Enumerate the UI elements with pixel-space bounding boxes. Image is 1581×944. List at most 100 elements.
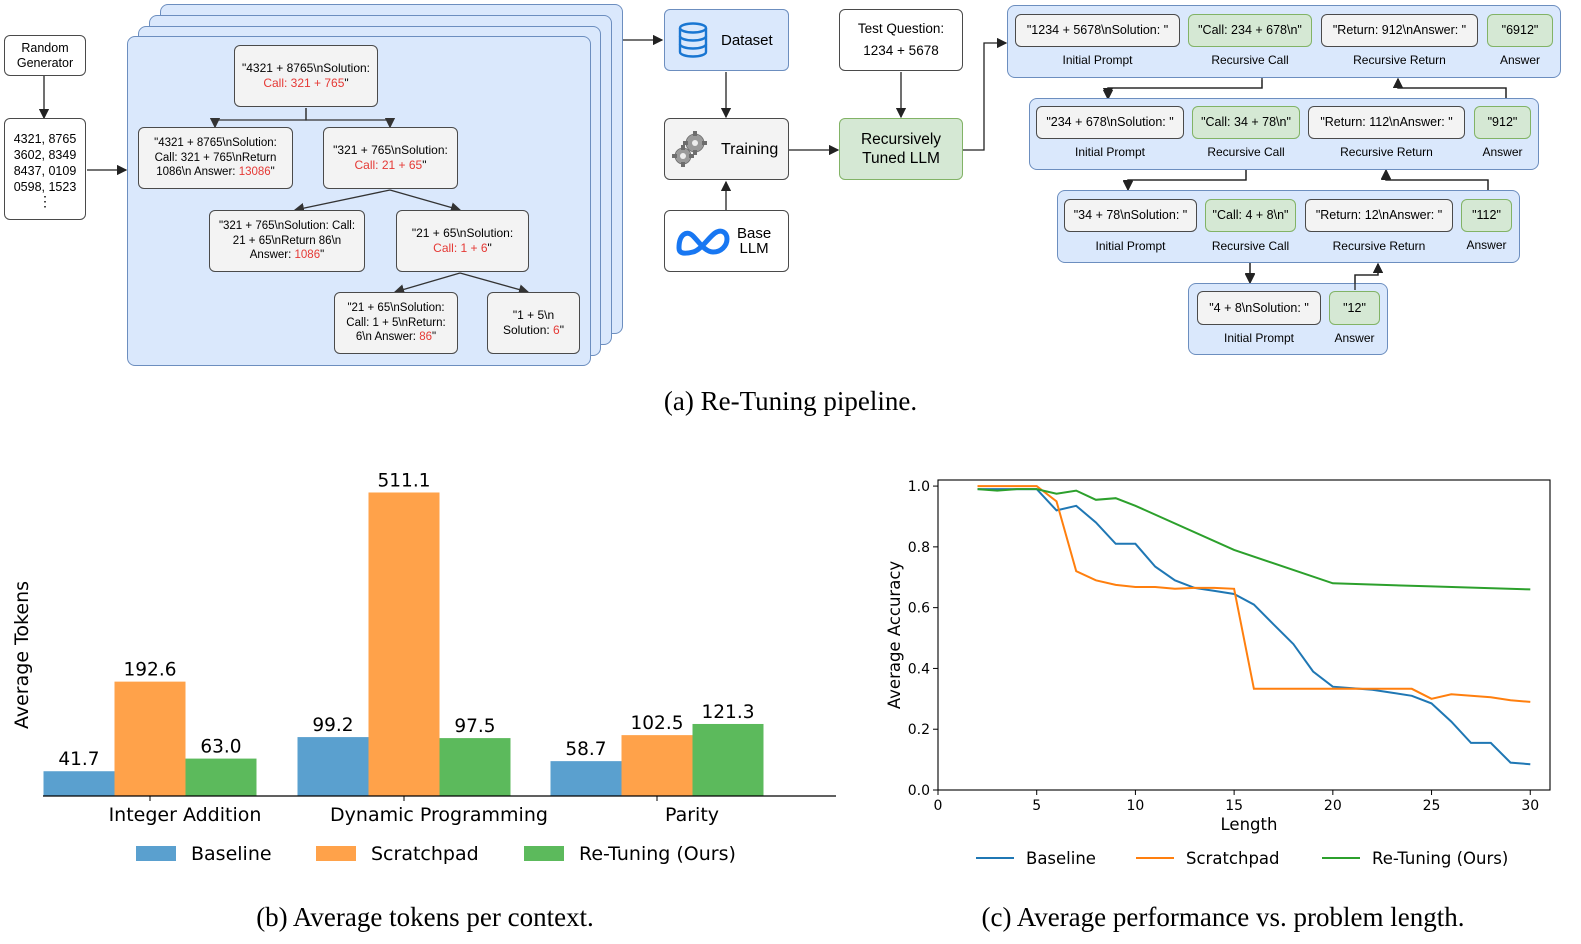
y-tick-label: 1.0 xyxy=(908,479,930,495)
x-tick-label: 10 xyxy=(1127,798,1145,814)
y-tick-label: 0.0 xyxy=(908,783,930,799)
y-tick-label: 0.2 xyxy=(908,722,930,738)
x-tick-label: 15 xyxy=(1225,798,1243,814)
series-line xyxy=(977,488,1531,591)
x-tick-label: Dynamic Programming xyxy=(330,804,548,826)
series-line xyxy=(977,488,1531,766)
bar-value-label: 41.7 xyxy=(58,749,99,770)
legend-label: Baseline xyxy=(191,843,272,865)
training-label: Training xyxy=(721,140,779,158)
node-quote: " xyxy=(422,158,427,172)
bar-value-label: 192.6 xyxy=(124,660,177,681)
label-answer: Answer xyxy=(1334,331,1375,345)
bar-value-label: 97.5 xyxy=(454,716,495,737)
gears-icon xyxy=(672,131,707,167)
bar xyxy=(114,681,186,796)
tree-node-left1: "4321 + 8765\nSolution: Call: 321 + 765\… xyxy=(138,127,293,189)
bar-value-label: 121.3 xyxy=(702,702,755,723)
bar xyxy=(297,737,369,796)
number-pair: 4321, 8765 xyxy=(13,132,77,146)
label-recursive-call: Recursive Call xyxy=(1211,53,1289,67)
node-text: "4321 + 8765\nSolution: Call: 321 + 765\… xyxy=(154,137,277,179)
number-pair: 8437, 0109 xyxy=(13,164,77,178)
label-answer: Answer xyxy=(1499,53,1540,67)
bar xyxy=(692,723,764,796)
tree-node-mid1: "321 + 765\nSolution: Call: 21 + 65" xyxy=(323,127,458,189)
x-tick-label: 5 xyxy=(1032,798,1041,814)
level-3-prompt: "34 + 78\nSolution: " xyxy=(1064,199,1197,232)
node-call: Call: 1 + 6 xyxy=(433,241,488,255)
level-2-return: "Return: 112\nAnswer: " xyxy=(1308,106,1465,139)
bar xyxy=(550,761,622,796)
training-box: Training xyxy=(664,118,789,180)
level-4-prompt: "4 + 8\nSolution: " xyxy=(1197,291,1321,325)
test-question-box: Test Question: 1234 + 5678 xyxy=(839,9,963,71)
level-3-answer: "112" xyxy=(1461,199,1512,232)
number-pair: 0598, 1523 xyxy=(13,180,77,194)
node-text: "4321 + 8765\nSolution: xyxy=(241,61,371,75)
label-answer: Answer xyxy=(1466,238,1507,252)
level-1-return: "Return: 912\nAnswer: " xyxy=(1321,14,1478,47)
node-answer: 6 xyxy=(553,323,560,337)
x-tick-label: 25 xyxy=(1423,798,1441,814)
bar xyxy=(621,735,693,796)
tree-node-mid2: "21 + 65\nSolution: Call: 1 + 6" xyxy=(396,210,529,272)
legend-label: Scratchpad xyxy=(371,843,479,865)
caption-a: (a) Re-Tuning pipeline. xyxy=(663,386,918,416)
level-1-call: "Call: 234 + 678\n" xyxy=(1188,14,1312,47)
tree-arrows xyxy=(209,108,530,295)
series-line xyxy=(977,485,1531,703)
tree-node-right3: "1 + 5\n Solution: 6" xyxy=(487,292,580,354)
bar xyxy=(185,758,257,796)
base-llm-box: Base LLM xyxy=(664,210,789,272)
node-quote: " xyxy=(270,166,275,179)
bar xyxy=(439,738,511,796)
x-tick-label: Integer Addition xyxy=(109,804,262,826)
level-3-call: "Call: 4 + 8\n" xyxy=(1205,199,1296,232)
level-2-answer: "912" xyxy=(1474,106,1531,139)
node-text: "21 + 65\nSolution: Call: 1 + 5\nReturn:… xyxy=(346,302,446,344)
node-answer: 13086 xyxy=(238,166,271,179)
node-call: Call: 321 + 765 xyxy=(263,76,345,90)
label-initial-prompt: Initial Prompt xyxy=(1062,53,1133,67)
node-quote: " xyxy=(559,323,564,337)
node-answer: 86 xyxy=(419,331,432,344)
random-numbers-box: 4321, 8765 3602, 8349 8437, 0109 0598, 1… xyxy=(4,118,86,220)
caption-c: (c) Average performance vs. problem leng… xyxy=(981,902,1465,932)
legend-swatch xyxy=(524,846,564,861)
x-axis-label: Length xyxy=(1221,815,1278,834)
database-icon xyxy=(678,22,708,58)
level-2-prompt: "234 + 678\nSolution: " xyxy=(1036,106,1184,139)
tree-node-left2: "321 + 765\nSolution: Call: 21 + 65\nRet… xyxy=(209,210,365,272)
node-quote: " xyxy=(344,76,349,90)
node-text: "321 + 765\nSolution: xyxy=(333,143,448,157)
label-recursive-return: Recursive Return xyxy=(1332,239,1426,253)
bar-value-label: 99.2 xyxy=(312,715,353,736)
number-pair: 3602, 8349 xyxy=(13,148,77,162)
bar xyxy=(43,771,115,796)
legend-swatch xyxy=(136,846,176,861)
dataset-label: Dataset xyxy=(721,31,773,49)
label-initial-prompt: Initial Prompt xyxy=(1223,331,1295,345)
node-text: "1 + 5\n Solution: xyxy=(503,308,555,337)
meta-logo-icon xyxy=(676,228,730,256)
legend-label: Baseline xyxy=(1026,849,1096,868)
label-answer: Answer xyxy=(1482,145,1523,159)
y-tick-label: 0.4 xyxy=(908,661,930,677)
bar-value-label: 102.5 xyxy=(631,713,684,734)
node-answer: 1086 xyxy=(294,249,321,262)
bar-value-label: 63.0 xyxy=(200,737,241,758)
bar xyxy=(368,492,440,796)
y-tick-label: 0.8 xyxy=(908,540,930,556)
label-initial-prompt: Initial Prompt xyxy=(1095,239,1166,253)
tuned-llm-box: Recursively Tuned LLM xyxy=(839,118,963,180)
legend-label: Scratchpad xyxy=(1186,849,1280,868)
level-4-answer: "12" xyxy=(1329,291,1380,325)
node-quote: " xyxy=(320,249,325,262)
y-axis-label: Average Accuracy xyxy=(885,561,904,710)
x-tick-label: 0 xyxy=(934,798,943,814)
bar-value-label: 58.7 xyxy=(565,739,606,760)
level-3-return: "Return: 12\nAnswer: " xyxy=(1305,199,1453,232)
x-tick-label: 30 xyxy=(1521,798,1539,814)
